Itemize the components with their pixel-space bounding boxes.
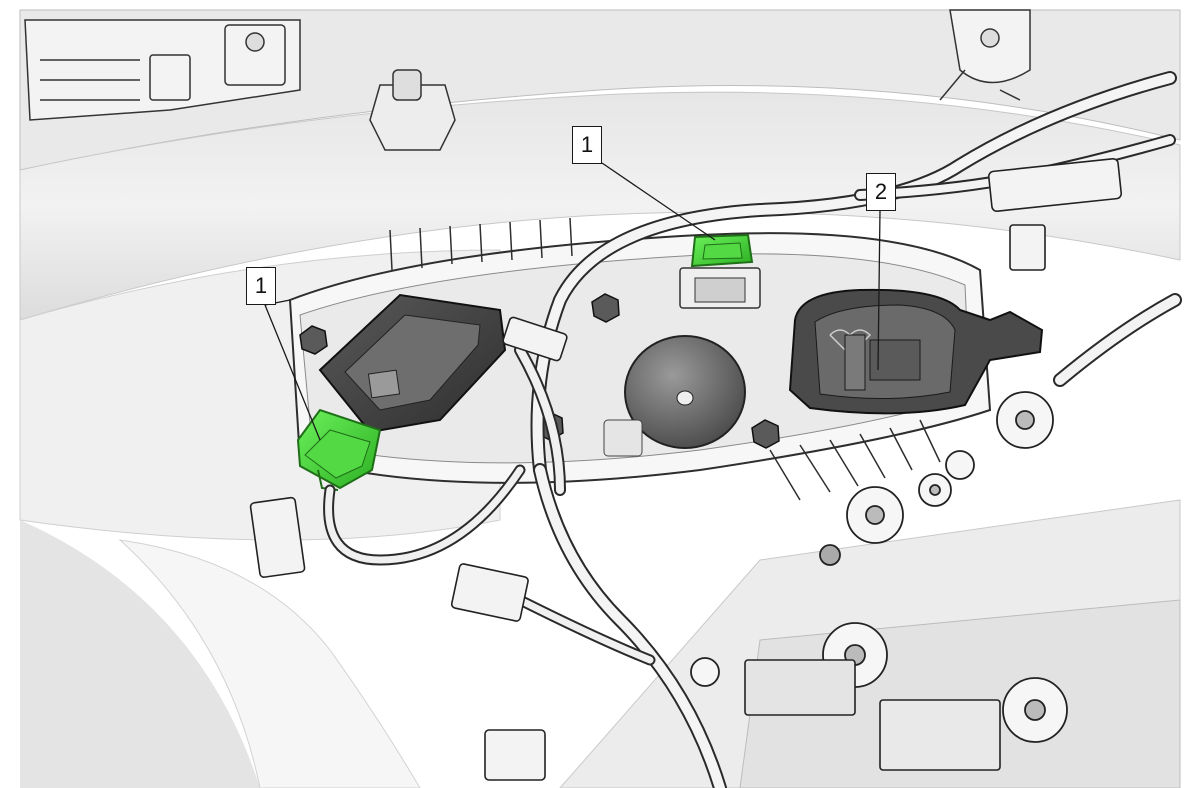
callout-label: 1 [254, 273, 268, 298]
harness-connectors [249, 158, 1123, 781]
switch-module [318, 293, 507, 434]
top-right-clip [939, 9, 1031, 101]
callout-label: 1 [580, 132, 594, 157]
callout-1-left: 1 [246, 267, 276, 305]
mounting-bosses [690, 391, 1068, 743]
connector-top [679, 233, 761, 309]
top-left-bracket [24, 19, 456, 151]
callout-1-top: 1 [572, 126, 602, 164]
connector-left [296, 408, 382, 491]
callout-2: 2 [866, 173, 896, 211]
latch-mechanism [788, 288, 1044, 415]
callout-label: 2 [874, 179, 888, 204]
speaker [603, 335, 746, 457]
